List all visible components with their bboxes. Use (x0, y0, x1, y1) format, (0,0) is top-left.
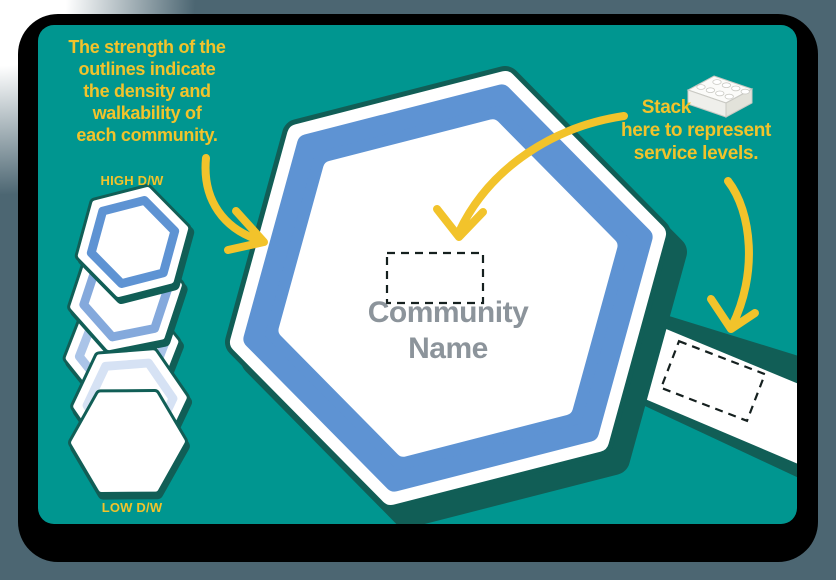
brick-slot-corridor (659, 339, 767, 423)
outline-density-note: The strength of the outlines indicate th… (68, 37, 226, 145)
curved-arrow-head-stack-corridor (707, 295, 759, 333)
stack-note-line3: service levels. (633, 143, 759, 164)
density-scale-hexagon-1 (74, 184, 195, 304)
low-density-label: LOW D/W (101, 500, 163, 515)
curved-arrow-icon-stack-corridor (724, 177, 753, 330)
community-name-label: Community Name (367, 296, 529, 365)
density-scale-hexagon-5 (68, 389, 190, 500)
curved-arrow-head-stack-community (433, 205, 487, 241)
curved-arrow-icon-stack-community (455, 112, 628, 236)
lego-brick-icon (686, 75, 754, 118)
curved-arrow-head-outline-note (224, 207, 268, 254)
curved-arrow-icon-outline-note (201, 154, 266, 245)
community-hexagon (225, 66, 671, 510)
stack-note-line1: Stack (641, 97, 692, 118)
brick-slot-community (385, 251, 485, 305)
high-density-label: HIGH D/W (100, 173, 164, 188)
stack-note-line2: here to represent (620, 120, 772, 141)
community-hexagon-interior (278, 119, 618, 457)
density-scale (62, 184, 195, 500)
